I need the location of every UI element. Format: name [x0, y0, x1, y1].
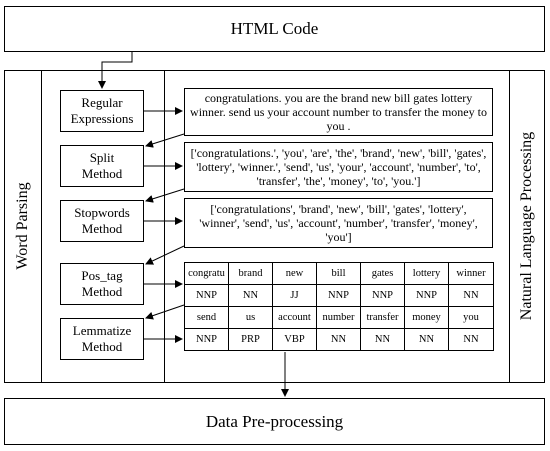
table-cell: NNP: [184, 284, 229, 307]
table-cell: NN: [404, 328, 449, 351]
table-cell: winner: [448, 262, 494, 285]
table-cell: VBP: [272, 328, 317, 351]
table-cell: transfer: [360, 306, 405, 329]
table-cell: NNP: [184, 328, 229, 351]
html-code-box: HTML Code: [4, 6, 545, 52]
regex-output-box: congratulations. you are the brand new b…: [184, 88, 493, 136]
table-cell: NN: [360, 328, 405, 351]
table-cell: number: [316, 306, 361, 329]
data-preprocessing-title: Data Pre-processing: [205, 411, 344, 431]
split-output-box: ['congratulations.', 'you', 'are', 'the'…: [184, 142, 493, 192]
table-cell: account: [272, 306, 317, 329]
nlp-column: [509, 70, 545, 383]
table-cell: NNP: [316, 284, 361, 307]
word-parsing-label: Word Parsing: [14, 182, 31, 270]
table-cell: NN: [448, 284, 494, 307]
table-cell: PRP: [228, 328, 273, 351]
table-cell: brand: [228, 262, 273, 285]
table-cell: you: [448, 306, 494, 329]
table-cell: NN: [448, 328, 494, 351]
table-cell: new: [272, 262, 317, 285]
table-cell: gates: [360, 262, 405, 285]
table-cell: NN: [316, 328, 361, 351]
table-cell: bill: [316, 262, 361, 285]
table-cell: NN: [228, 284, 273, 307]
table-cell: JJ: [272, 284, 317, 307]
word-parsing-column: [4, 70, 42, 383]
table-cell: congratu: [184, 262, 229, 285]
nlp-label: Natural Language Processing: [518, 131, 535, 321]
table-cell: NNP: [360, 284, 405, 307]
table-cell: us: [228, 306, 273, 329]
table-cell: money: [404, 306, 449, 329]
data-preprocessing-box: Data Pre-processing: [4, 398, 545, 445]
stopwords-output-box: ['congratulations', 'brand', 'new', 'bil…: [184, 198, 493, 248]
table-cell: lottery: [404, 262, 449, 285]
table-cell: NNP: [404, 284, 449, 307]
html-code-title: HTML Code: [230, 19, 319, 38]
table-cell: send: [184, 306, 229, 329]
